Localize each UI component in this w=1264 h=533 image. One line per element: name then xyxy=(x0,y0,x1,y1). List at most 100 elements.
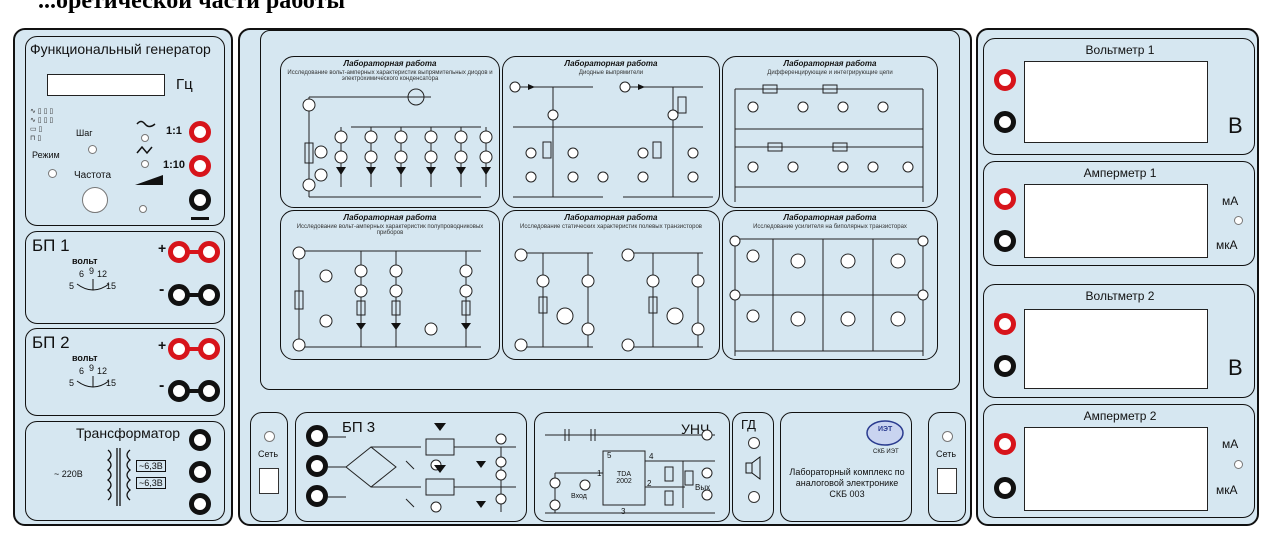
lab-board-area: Лабораторная работа Исследование вольт-а… xyxy=(238,28,972,526)
frequency-unit: Гц xyxy=(176,76,193,93)
psu1-minus-jack-b[interactable] xyxy=(198,284,220,306)
power-left-switch[interactable] xyxy=(259,468,279,494)
step-button[interactable] xyxy=(88,145,97,154)
transformer-jack-1[interactable] xyxy=(189,429,211,451)
voltmeter1-plus-jack[interactable] xyxy=(994,69,1016,91)
psu1-plus-jack-a[interactable] xyxy=(168,241,190,263)
psu2-scale-6: 6 xyxy=(79,366,85,376)
psu1-plus: + xyxy=(158,240,167,256)
triangle-wave-icon xyxy=(136,145,153,155)
psu2-plus-jack-a[interactable] xyxy=(168,338,190,360)
ammeter2-plus-jack[interactable] xyxy=(994,433,1016,455)
ammeter2-unit-ma: мА xyxy=(1222,437,1239,451)
org-label: СКБ ИЭТ xyxy=(873,449,899,455)
lab-board-5-subtitle: Исследование статических характеристик п… xyxy=(520,224,702,230)
amplifier-pin-5: 5 xyxy=(607,451,612,460)
lab-board-4-subtitle: Исследование вольт-амперных характеристи… xyxy=(296,224,484,236)
power-right-panel: Сеть xyxy=(928,412,966,522)
ammeter1-range-button[interactable] xyxy=(1234,216,1243,225)
lab-board-2[interactable]: Лабораторная работа Диодные выпрямители xyxy=(502,56,720,208)
transformer-jack-3[interactable] xyxy=(189,493,211,515)
lab-board-5[interactable]: Лабораторная работа Исследование статиче… xyxy=(502,210,720,360)
level-button[interactable] xyxy=(139,205,147,213)
lab-board-3-subtitle: Дифференцирующие и интегрирующие цепи xyxy=(767,70,893,76)
speaker-jack-bottom[interactable] xyxy=(748,491,760,503)
amplifier-panel: УНЧ 5 4 1 2 3 TDA 2002 Вход Вых xyxy=(534,412,730,522)
transformer-panel: Трансформатор ~ 220В ~6,3В ~6,3В xyxy=(25,421,225,521)
psu2-title: БП 2 xyxy=(32,333,70,352)
lab-board-6-title: Лабораторная работа xyxy=(783,213,877,222)
psu2-voltage-selector[interactable] xyxy=(75,375,111,395)
amplifier-pin-1: 1 xyxy=(597,469,602,478)
generator-ground-jack[interactable] xyxy=(189,189,211,211)
ramp-level-icon xyxy=(135,175,163,185)
lab-board-2-schematic xyxy=(509,81,713,198)
ammeter1-panel: Амперметр 1 мА мкА xyxy=(983,161,1255,266)
psu2-minus-jack-b[interactable] xyxy=(198,380,220,402)
power-left-indicator xyxy=(264,431,275,442)
ammeter2-panel: Амперметр 2 мА мкА xyxy=(983,404,1255,518)
frequency-knob[interactable] xyxy=(82,187,108,213)
psu1-unit: вольт xyxy=(72,256,98,266)
psu3-schematic xyxy=(328,423,516,513)
lab-board-2-subtitle: Диодные выпрямители xyxy=(578,70,644,76)
mode-button[interactable] xyxy=(48,169,57,178)
psu1-voltage-selector[interactable] xyxy=(75,278,111,298)
psu1-scale-5: 5 xyxy=(69,281,75,291)
iet-logo-icon xyxy=(866,420,904,446)
ratio-1-1-label: 1:1 xyxy=(166,125,182,137)
ammeter2-title: Амперметр 2 xyxy=(1083,409,1157,423)
waveform-mode-legend: ∿ ▯ ▯ ▯∿ ▯ ▯ ▯▭ ▯⊓ ▯ xyxy=(30,108,54,142)
sine-select-button[interactable] xyxy=(141,134,149,142)
psu3-jack-2[interactable] xyxy=(306,455,328,477)
psu2-plus-jack-b[interactable] xyxy=(198,338,220,360)
output-1-1-jack[interactable] xyxy=(189,121,211,143)
voltmeter1-display xyxy=(1024,61,1208,143)
ammeter2-minus-jack[interactable] xyxy=(994,477,1016,499)
lab-board-6[interactable]: Лабораторная работа Исследование усилите… xyxy=(722,210,938,360)
lab-board-3-schematic xyxy=(734,84,924,202)
psu1-minus: - xyxy=(159,281,165,298)
psu1-plus-jack-b[interactable] xyxy=(198,241,220,263)
voltmeter2-minus-jack[interactable] xyxy=(994,355,1016,377)
ammeter1-minus-jack[interactable] xyxy=(994,230,1016,252)
page-caption: ...оретической части работы xyxy=(38,0,346,14)
lab-boards-frame xyxy=(260,30,960,390)
psu1-minus-jack-a[interactable] xyxy=(168,284,190,306)
lab-board-2-title: Лабораторная работа xyxy=(564,59,658,68)
speaker-title: ГД xyxy=(741,417,756,432)
output-1-10-jack[interactable] xyxy=(189,155,211,177)
triangle-select-button[interactable] xyxy=(141,160,149,168)
voltmeter2-panel: Вольтметр 2 В xyxy=(983,284,1255,398)
right-column: Вольтметр 1 В Амперметр 1 мА мкА Вольтме… xyxy=(976,28,1259,526)
info-line-2: аналоговой электронике xyxy=(795,478,899,488)
psu2-scale-5: 5 xyxy=(69,378,75,388)
voltmeter2-plus-jack[interactable] xyxy=(994,313,1016,335)
ammeter2-range-button[interactable] xyxy=(1234,460,1243,469)
psu2-minus-link xyxy=(188,389,200,393)
ammeter1-plus-jack[interactable] xyxy=(994,188,1016,210)
amplifier-pin-3: 3 xyxy=(621,507,626,516)
power-right-indicator xyxy=(942,431,953,442)
info-panel: ИЭТ СКБ ИЭТ Лабораторный комплекс по ана… xyxy=(780,412,912,522)
transformer-jack-2[interactable] xyxy=(189,461,211,483)
lab-board-4[interactable]: Лабораторная работа Исследование вольт-а… xyxy=(280,210,500,360)
ammeter2-display xyxy=(1024,427,1208,511)
amplifier-pin-4: 4 xyxy=(649,452,654,461)
amplifier-chip-label: TDA 2002 xyxy=(616,471,632,485)
psu2-minus-jack-a[interactable] xyxy=(168,380,190,402)
voltmeter1-minus-jack[interactable] xyxy=(994,111,1016,133)
power-right-switch[interactable] xyxy=(937,468,957,494)
psu1-plus-link xyxy=(188,250,200,254)
psu2-scale-9: 9 xyxy=(89,363,95,373)
psu3-jack-1[interactable] xyxy=(306,425,328,447)
frequency-label: Частота xyxy=(74,170,112,181)
power-left-panel: Сеть xyxy=(250,412,288,522)
transformer-primary-label: ~ 220В xyxy=(54,469,83,479)
voltmeter2-unit: В xyxy=(1228,355,1243,380)
psu3-jack-3[interactable] xyxy=(306,485,328,507)
speaker-jack-top[interactable] xyxy=(748,437,760,449)
lab-board-1[interactable]: Лабораторная работа Исследование вольт-а… xyxy=(280,56,500,208)
ammeter1-title: Амперметр 1 xyxy=(1083,166,1157,180)
lab-board-3[interactable]: Лабораторная работа Дифференцирующие и и… xyxy=(722,56,938,208)
